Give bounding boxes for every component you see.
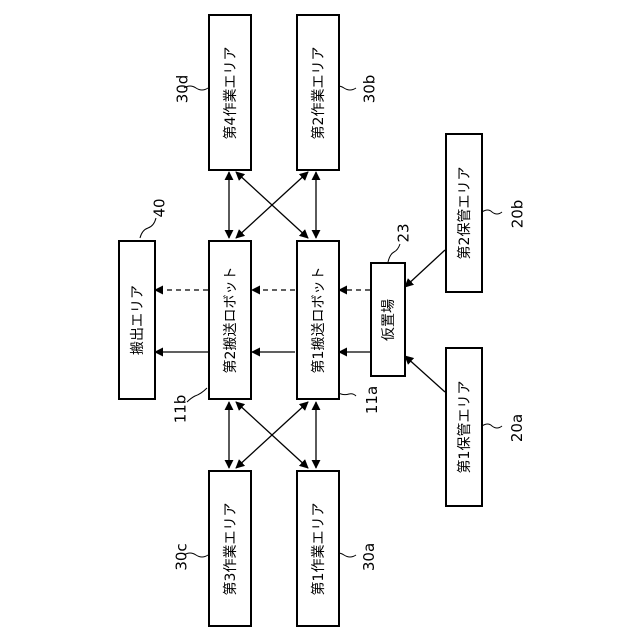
work-area-2-label: 第2作業エリア: [308, 46, 328, 139]
transport-robot-2-label: 第2搬送ロボット: [220, 267, 240, 374]
ref-11a: 11a: [363, 386, 381, 414]
ref-11b: 11b: [171, 395, 189, 424]
temporary-storage-box: 仮置場: [370, 262, 406, 377]
ref-20a: 20a: [508, 414, 526, 442]
ref-23: 23: [395, 223, 413, 242]
ref-20b: 20b: [508, 200, 526, 229]
ref-40: 40: [151, 198, 169, 217]
ref-30c: 30c: [173, 543, 191, 570]
leader-23: [388, 244, 400, 262]
storage-area-2-label: 第2保管エリア: [454, 167, 474, 260]
ref-30d: 30d: [173, 75, 191, 104]
work-area-1-label: 第1作業エリア: [308, 502, 328, 595]
storage-area-1-label: 第1保管エリア: [454, 381, 474, 474]
leader-40: [140, 218, 156, 238]
arrow-storage2-temp: [405, 250, 445, 287]
transport-robot-1-label: 第1搬送ロボット: [308, 267, 328, 374]
leader-11b: [187, 388, 207, 402]
leader-20a: [482, 424, 502, 428]
ref-30a: 30a: [360, 543, 378, 571]
storage-area-2-box: 第2保管エリア: [445, 133, 483, 293]
ref-30b: 30b: [360, 75, 378, 104]
work-area-3-label: 第3作業エリア: [220, 502, 240, 595]
work-area-1-box: 第1作業エリア: [296, 470, 340, 627]
work-area-3-box: 第3作業エリア: [208, 470, 252, 627]
leader-20b: [482, 210, 502, 214]
work-area-4-label: 第4作業エリア: [220, 46, 240, 139]
unload-area-box: 搬出エリア: [118, 240, 156, 400]
work-area-4-box: 第4作業エリア: [208, 14, 252, 171]
unload-area-label: 搬出エリア: [127, 285, 147, 355]
transport-robot-1-box: 第1搬送ロボット: [296, 240, 340, 400]
arrow-storage1-temp: [405, 356, 445, 392]
temporary-storage-label: 仮置場: [378, 299, 398, 341]
work-area-2-box: 第2作業エリア: [296, 14, 340, 171]
transport-robot-2-box: 第2搬送ロボット: [208, 240, 252, 400]
storage-area-1-box: 第1保管エリア: [445, 347, 483, 507]
